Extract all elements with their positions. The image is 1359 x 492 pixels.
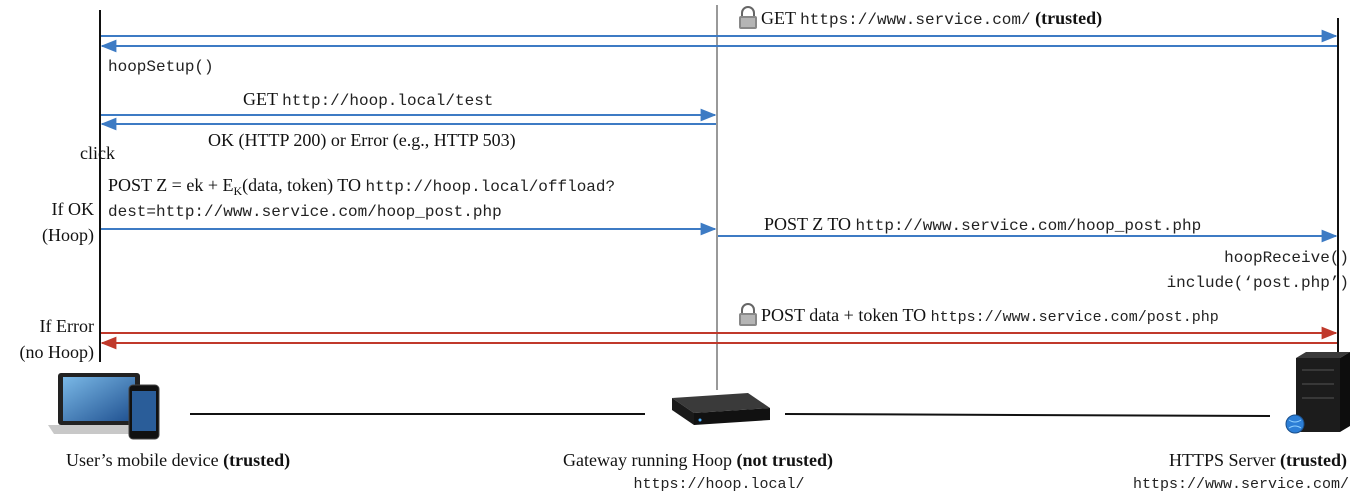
if-ok-label: If OK xyxy=(52,199,95,219)
lock-icon xyxy=(739,303,757,326)
device-caption: User’s mobile device (trusted) xyxy=(66,450,290,471)
include-post-label: include(‘post.php’) xyxy=(1167,274,1349,292)
laptop-phone-icon xyxy=(48,373,160,440)
post-z-to-message: POST Z TO http://www.service.com/hoop_po… xyxy=(764,214,1201,235)
lock-icon xyxy=(739,6,757,29)
server-url: https://www.service.com/ xyxy=(1133,476,1349,492)
get-service-message: GET https://www.service.com/ (trusted) xyxy=(761,8,1102,29)
gateway-caption: Gateway running Hoop (not trusted) xyxy=(563,450,833,471)
post-data-message: POST data + token TO https://www.service… xyxy=(761,305,1219,326)
no-hoop-label: (no Hoop) xyxy=(20,342,95,363)
gateway-server-link xyxy=(784,413,1271,417)
click-label: click xyxy=(80,143,115,163)
gateway-box-icon xyxy=(672,393,770,425)
hoop-receive-label: hoopReceive() xyxy=(1224,249,1349,267)
gateway-url: https://hoop.local/ xyxy=(633,476,804,492)
if-error-label: If Error xyxy=(40,316,94,336)
hoop-label: (Hoop) xyxy=(42,225,94,246)
hoop-setup-label: hoopSetup() xyxy=(108,58,214,76)
post-z-dest: dest=http://www.service.com/hoop_post.ph… xyxy=(108,203,502,221)
server-icon xyxy=(1285,352,1350,434)
ok-error-message: OK (HTTP 200) or Error (e.g., HTTP 503) xyxy=(208,130,516,151)
get-test-message: GET http://hoop.local/test xyxy=(243,89,493,110)
server-caption: HTTPS Server (trusted) xyxy=(1169,450,1347,471)
post-z-message: POST Z = ek + EK(data, token) TO http://… xyxy=(108,175,615,198)
